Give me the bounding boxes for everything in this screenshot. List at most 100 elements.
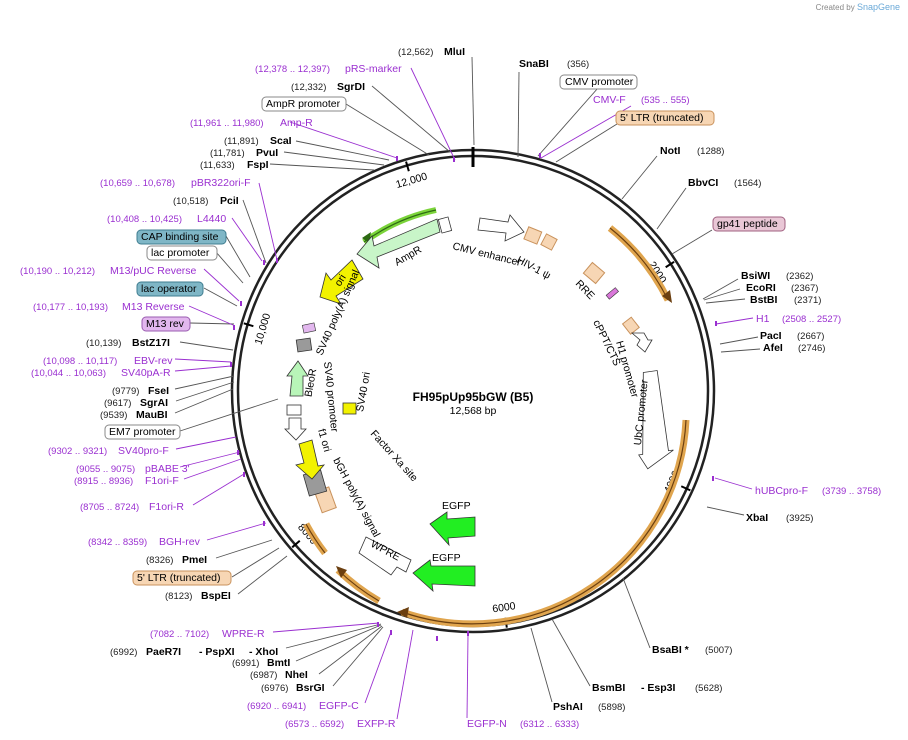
svg-text:EGFP: EGFP (432, 552, 461, 564)
svg-text:PshAI: PshAI (553, 701, 583, 713)
svg-text:(6987): (6987) (250, 670, 277, 681)
svg-text:Amp-R: Amp-R (280, 117, 313, 129)
svg-text:PmeI: PmeI (182, 554, 207, 566)
svg-text:(10,177 .. 10,193): (10,177 .. 10,193) (33, 302, 108, 313)
svg-text:(10,044 .. 10,063): (10,044 .. 10,063) (31, 368, 106, 379)
svg-text:SV40 promoter: SV40 promoter (321, 361, 340, 433)
svg-text:(12,378 .. 12,397): (12,378 .. 12,397) (255, 64, 330, 75)
h1-promoter-feature (630, 332, 653, 353)
svg-text:(3925): (3925) (786, 513, 813, 524)
cmvf-primer: CMV-F (593, 94, 626, 106)
svg-text:EGFP: EGFP (442, 500, 471, 512)
svg-text:lac operator: lac operator (141, 283, 197, 295)
svg-text:(10,659 .. 10,678): (10,659 .. 10,678) (100, 178, 175, 189)
svg-text:(6573 .. 6592): (6573 .. 6592) (285, 719, 344, 730)
m13rev-box (141, 316, 191, 332)
svg-text:AfeI: AfeI (763, 342, 783, 354)
svg-text:(2746): (2746) (798, 343, 825, 354)
svg-text:(5007): (5007) (705, 645, 732, 656)
svg-text:(6920 .. 6941): (6920 .. 6941) (247, 701, 306, 712)
wpre-feature (358, 536, 412, 576)
svg-text:CMV enhancer: CMV enhancer (451, 240, 522, 269)
svg-text:(8326): (8326) (146, 555, 173, 566)
svg-text:(2667): (2667) (797, 331, 824, 342)
mlui-position: (12,562) (398, 47, 433, 58)
svg-text:(2371): (2371) (794, 295, 821, 306)
svg-text:gp41 peptide: gp41 peptide (717, 218, 778, 230)
svg-text:WPRE-R: WPRE-R (222, 628, 265, 640)
svg-text:BsiWI: BsiWI (741, 270, 770, 282)
cmv-promoter-box (559, 74, 638, 90)
svg-text:AmpR promoter: AmpR promoter (266, 98, 341, 110)
svg-text:(9055 .. 9075): (9055 .. 9075) (76, 464, 135, 475)
svg-text:- XhoI: - XhoI (249, 646, 278, 658)
svg-text:- PspXI: - PspXI (199, 646, 235, 658)
svg-text:EM7 promoter: EM7 promoter (109, 426, 176, 438)
svg-text:(6976): (6976) (261, 683, 288, 694)
svg-text:M13 Reverse: M13 Reverse (122, 301, 185, 313)
cmv-enhancer-feature (477, 214, 525, 242)
svg-text:(6992): (6992) (110, 647, 137, 658)
svg-text:BGH-rev: BGH-rev (159, 536, 201, 548)
ubc-promoter-feature (638, 370, 674, 470)
snabi-site: SnaBI (519, 58, 549, 70)
ltr-right-box (615, 110, 715, 126)
cmv-promoter-label: CMV promoter (565, 76, 634, 88)
svg-text:(8342 .. 8359): (8342 .. 8359) (88, 537, 147, 548)
svg-text:CAP binding site: CAP binding site (141, 231, 219, 243)
svg-text:(2367): (2367) (791, 283, 818, 294)
svg-text:- Esp3I: - Esp3I (641, 682, 676, 694)
svg-text:(9302 .. 9321): (9302 .. 9321) (48, 446, 107, 457)
svg-text:hUBCpro-F: hUBCpro-F (755, 485, 808, 497)
svg-text:(11,781): (11,781) (210, 148, 245, 159)
svg-text:BbvCI: BbvCI (688, 177, 718, 189)
sv40-promoter-feature (284, 417, 307, 441)
svg-text:PciI: PciI (220, 195, 239, 207)
svg-text:MauBI: MauBI (136, 409, 168, 421)
svg-text:(11,891): (11,891) (224, 136, 259, 147)
svg-text:bGH poly(A) signal: bGH poly(A) signal (330, 456, 382, 539)
svg-text:L4440: L4440 (197, 213, 226, 225)
bleor-feature (286, 360, 309, 397)
ltr-right-label: 5' LTR (truncated) (620, 112, 704, 124)
svg-text:SV40pA-R: SV40pA-R (121, 367, 171, 379)
plasmid-name: FH95pUp95bGW (B5) (413, 390, 534, 404)
leader-lines (174, 56, 761, 720)
svg-text:(2508 .. 2527): (2508 .. 2527) (782, 314, 841, 325)
ring-tick (291, 540, 301, 549)
mlui-site: MluI (444, 46, 465, 58)
lacop-box (136, 281, 204, 297)
svg-text:EGFP-N: EGFP-N (467, 718, 507, 730)
svg-text:BsaBI *: BsaBI * (652, 644, 690, 656)
svg-text:H1: H1 (756, 313, 770, 325)
egfp-feature-1 (429, 511, 476, 547)
svg-text:FseI: FseI (148, 385, 169, 397)
lacpro-box (146, 245, 218, 261)
svg-text:(3739 .. 3758): (3739 .. 3758) (822, 486, 881, 497)
em7-box (104, 424, 181, 440)
svg-text:EGFP-C: EGFP-C (319, 700, 359, 712)
svg-text:pBABE 3': pBABE 3' (145, 463, 190, 475)
svg-text:BstZ17I: BstZ17I (132, 337, 170, 349)
svg-text:PaeR7I: PaeR7I (146, 646, 181, 658)
svg-text:(5898): (5898) (598, 702, 625, 713)
svg-text:(10,139): (10,139) (86, 338, 121, 349)
svg-text:lac promoter: lac promoter (151, 247, 210, 259)
svg-text:EXFP-R: EXFP-R (357, 718, 396, 730)
svg-text:HIV-1 ψ: HIV-1 ψ (515, 254, 553, 282)
svg-text:(8123): (8123) (165, 591, 192, 602)
ring-tick (665, 261, 675, 269)
ltr-arcs (302, 207, 690, 628)
ring-tick (405, 161, 410, 172)
svg-text:ScaI: ScaI (270, 135, 292, 147)
svg-text:5' LTR (truncated): 5' LTR (truncated) (137, 572, 221, 584)
svg-text:(8705 .. 8724): (8705 .. 8724) (80, 502, 139, 513)
svg-text:BspEI: BspEI (201, 590, 231, 602)
svg-text:(11,633): (11,633) (200, 160, 235, 171)
plasmid-size: 12,568 bp (450, 405, 497, 417)
svg-text:M13/pUC Reverse: M13/pUC Reverse (110, 265, 197, 277)
egfp-feature-2 (412, 559, 476, 593)
svg-text:pRS-marker: pRS-marker (345, 63, 402, 75)
ring-tick (243, 322, 254, 328)
ring-tick-label: 12,000 (395, 170, 429, 191)
